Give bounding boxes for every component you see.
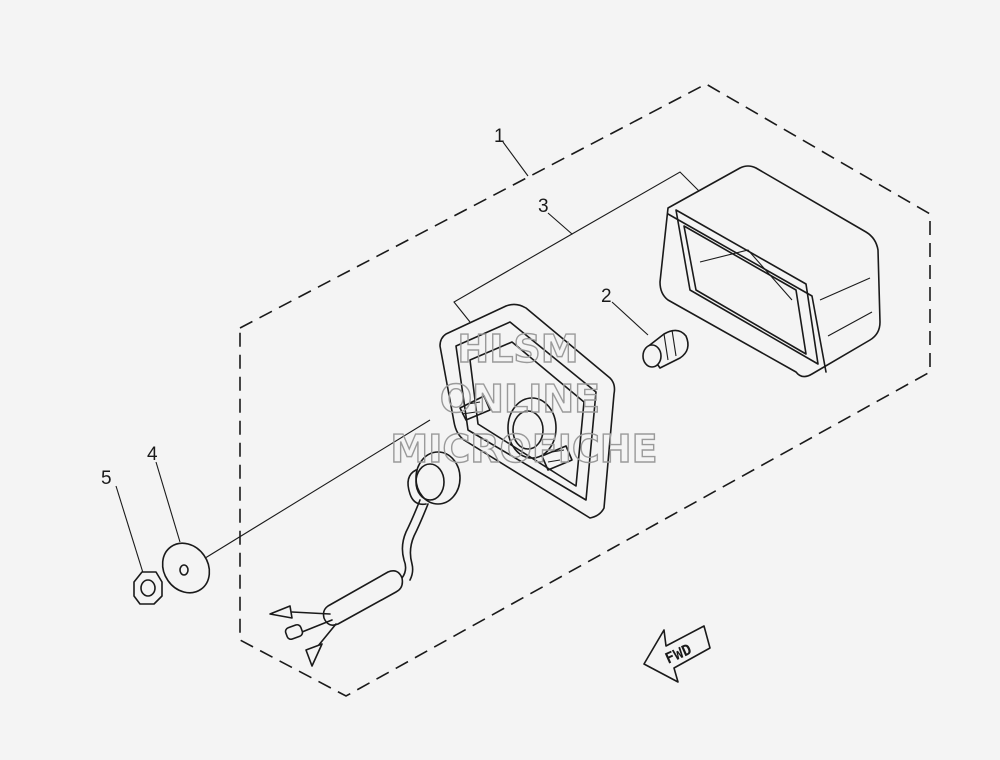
socket-harness bbox=[269, 451, 461, 667]
watermark: HLSM ONLINE MICROFICHE bbox=[390, 326, 659, 471]
callout-3: 3 bbox=[538, 196, 549, 217]
watermark-line3: MICROFICHE bbox=[390, 427, 657, 471]
callout-1: 1 bbox=[494, 126, 505, 147]
bulb bbox=[642, 329, 689, 369]
callout-5: 5 bbox=[101, 468, 112, 489]
rear-case bbox=[439, 303, 616, 519]
watermark-line2: ONLINE bbox=[440, 377, 600, 421]
callout-leaders bbox=[115, 141, 701, 577]
nut bbox=[133, 571, 163, 605]
callout-4: 4 bbox=[147, 444, 158, 465]
lens-housing bbox=[659, 165, 881, 378]
washer bbox=[161, 542, 211, 594]
watermark-line1: HLSM bbox=[457, 327, 578, 371]
mounting-axis bbox=[201, 419, 431, 561]
callout-2: 2 bbox=[601, 286, 612, 307]
fwd-arrow: FWD bbox=[643, 625, 711, 683]
